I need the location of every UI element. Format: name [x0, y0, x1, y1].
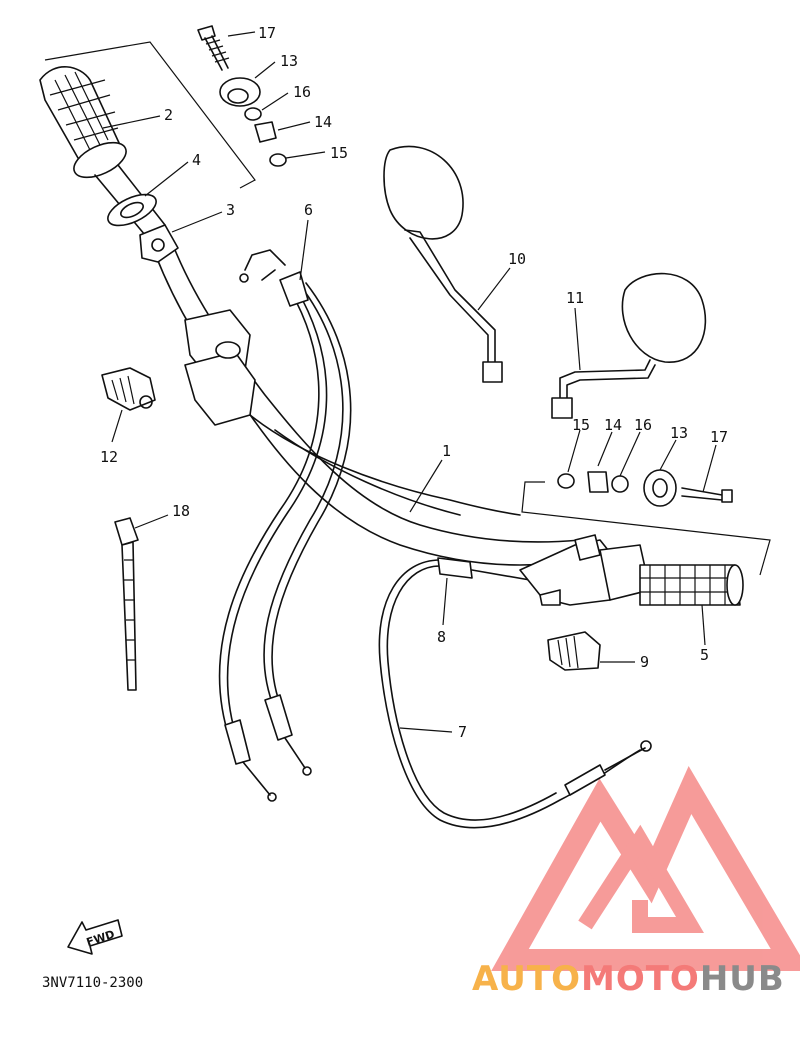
callout-3: 3: [226, 201, 235, 219]
callout-1: 1: [442, 442, 451, 460]
watermark-hub: HUB: [700, 959, 785, 999]
callout-13-top: 13: [280, 52, 298, 70]
watermark-triangle-outer: [491, 765, 800, 971]
right-grip-assembly: [519, 534, 744, 606]
cable-tie: [114, 517, 139, 691]
throttle-collar: [107, 193, 157, 227]
callout-14-right: 14: [604, 416, 622, 434]
watermark-triangle-inner: [578, 824, 704, 933]
callout-12: 12: [100, 448, 118, 466]
watermark-auto: AUTO: [472, 959, 581, 999]
callout-11: 11: [566, 289, 584, 307]
callout-15-right: 15: [572, 416, 590, 434]
watermark-logo: [491, 765, 800, 971]
callout-18: 18: [172, 502, 190, 520]
fwd-arrow: FWD: [67, 919, 123, 955]
mounting-kit-left: [44, 25, 287, 189]
callout-17-right: 17: [710, 428, 728, 446]
watermark-wordmark: AUTOMOTOHUB: [472, 959, 785, 999]
callout-numbers: 17 13 16 14 15 2 4 3 6 10 11 1 12 18 15 …: [100, 24, 728, 741]
callout-13-right: 13: [670, 424, 688, 442]
callout-4: 4: [192, 151, 201, 169]
callout-16-top: 16: [293, 83, 311, 101]
handlebar: [149, 239, 581, 566]
right-switch: [547, 631, 601, 671]
callout-6: 6: [304, 201, 313, 219]
left-mirror: [383, 145, 503, 383]
callout-17-top: 17: [258, 24, 276, 42]
clutch-cable: [378, 559, 652, 829]
callout-15-top: 15: [330, 144, 348, 162]
right-mirror: [551, 272, 707, 419]
callout-8: 8: [437, 628, 446, 646]
clutch-adjuster: [437, 557, 531, 581]
throttle-housing: [139, 224, 179, 263]
watermark-moto: MOTO: [581, 959, 700, 999]
drawing-code: 3NV7110-2300: [42, 975, 143, 991]
callout-14-top: 14: [314, 113, 332, 131]
callout-leaders: [102, 31, 717, 733]
callout-5: 5: [700, 646, 709, 664]
callout-10: 10: [508, 250, 526, 268]
callout-9: 9: [640, 653, 649, 671]
svg-text:AUTOMOTOHUB: AUTOMOTOHUB: [472, 959, 785, 999]
left-switch: [101, 367, 156, 411]
left-grip: [39, 66, 166, 236]
mounting-kit-right: [521, 469, 771, 576]
callout-2: 2: [164, 106, 173, 124]
callout-16-right: 16: [634, 416, 652, 434]
callout-7: 7: [458, 723, 467, 741]
throttle-cables: [218, 249, 352, 802]
